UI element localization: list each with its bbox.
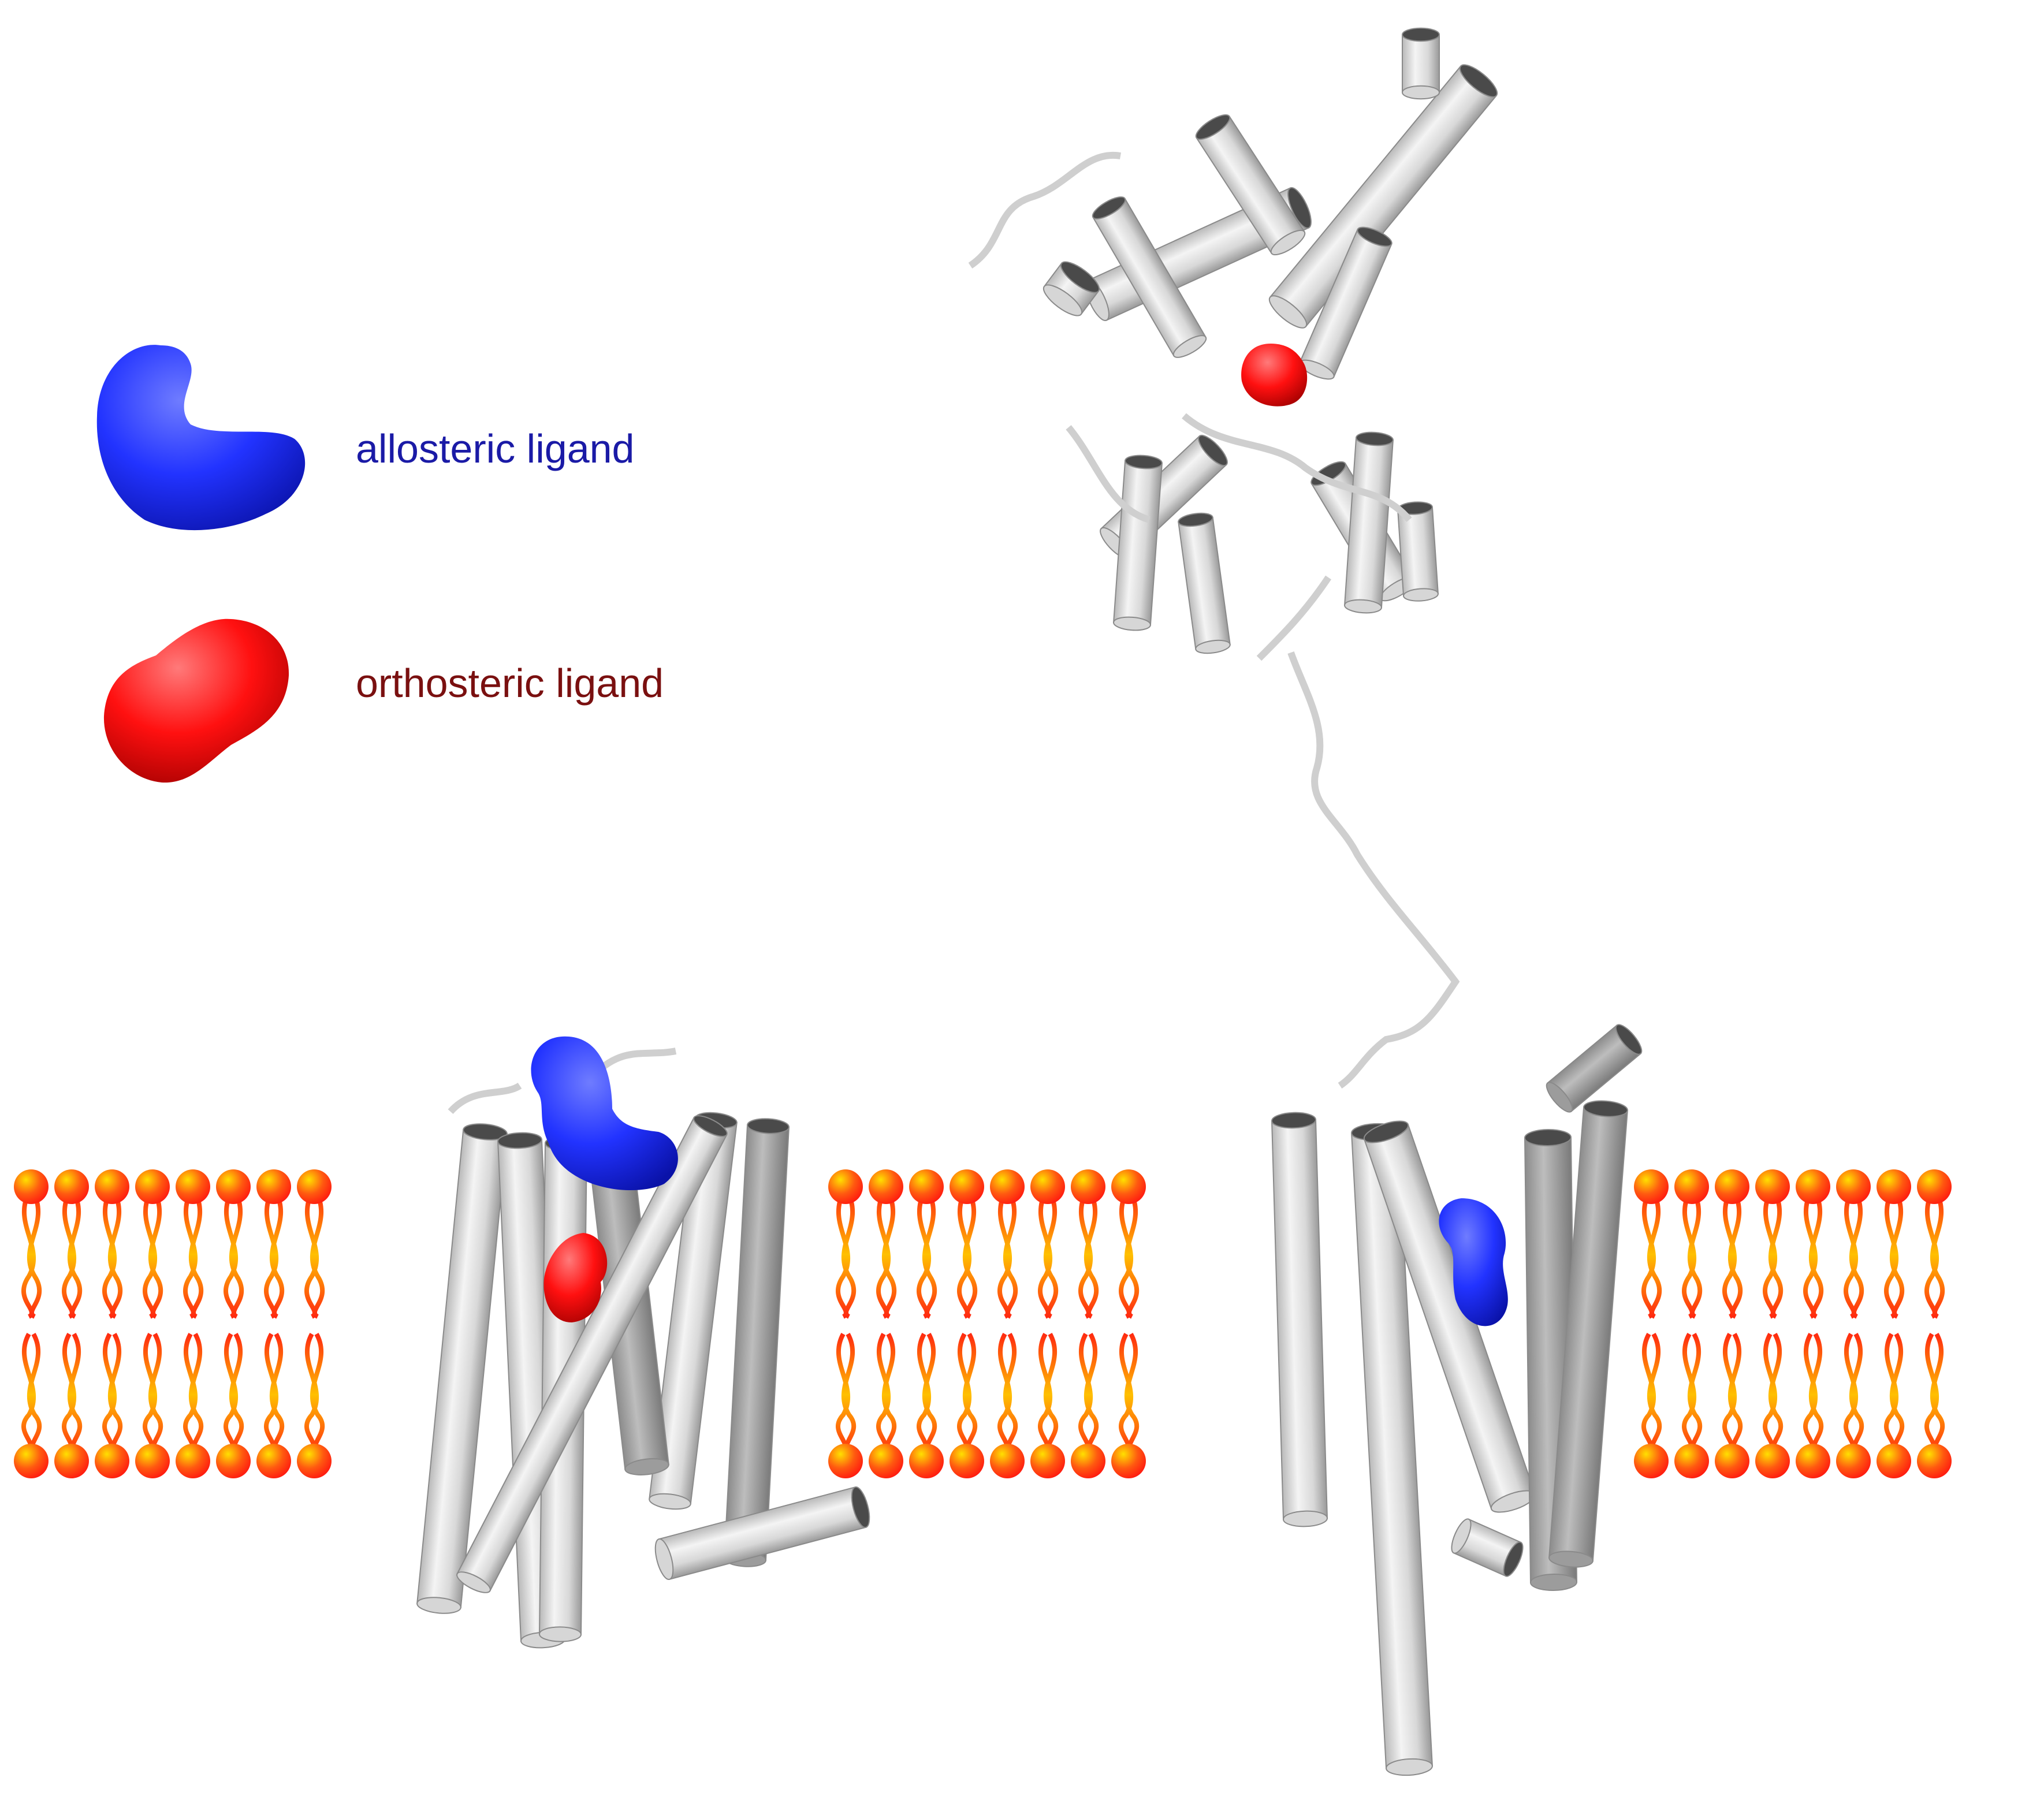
lipid-bilayer: [14, 1169, 1952, 1478]
helix-cylinder: [1113, 454, 1162, 632]
lipid-molecule: [828, 1169, 863, 1478]
helix-cylinder: [724, 1118, 789, 1568]
orthosteric-ligand-icon: [104, 619, 289, 782]
helix-cylinder: [1040, 257, 1104, 321]
lipid-molecule: [869, 1169, 903, 1478]
lipid-molecule: [14, 1169, 49, 1478]
orthosteric-ligand-label: orthosteric ligand: [356, 663, 664, 703]
lipid-molecule: [176, 1169, 210, 1478]
lipid-molecule: [1877, 1169, 1911, 1478]
allosteric-ligand-label: allosteric ligand: [356, 428, 634, 469]
lipid-molecule: [54, 1169, 89, 1478]
lipid-molecule: [297, 1169, 332, 1478]
lipid-molecule: [1715, 1169, 1749, 1478]
lipid-molecule: [909, 1169, 944, 1478]
lipid-molecule: [1634, 1169, 1669, 1478]
lipid-molecule: [1836, 1169, 1871, 1478]
venus-flytrap-domain: [970, 28, 1502, 658]
lipid-molecule: [135, 1169, 170, 1478]
orthosteric-ligand-site-c: [1241, 344, 1307, 407]
lipid-molecule: [990, 1169, 1025, 1478]
helix-cylinder: [1178, 512, 1231, 655]
lipid-molecule: [216, 1169, 251, 1478]
helix-cylinder: [1402, 28, 1439, 99]
lipid-molecule: [950, 1169, 984, 1478]
lipid-molecule: [1111, 1169, 1146, 1478]
lipid-molecule: [1030, 1169, 1065, 1478]
lipid-molecule: [1755, 1169, 1790, 1478]
lipid-molecule: [256, 1169, 291, 1478]
lipid-molecule: [1071, 1169, 1105, 1478]
helix-cylinder: [1448, 1516, 1527, 1579]
allosteric-ligand-icon: [97, 345, 305, 530]
helix-cylinder: [1272, 1112, 1328, 1527]
lipid-molecule: [1917, 1169, 1952, 1478]
lipid-molecule: [1796, 1169, 1830, 1478]
lipid-molecule: [1674, 1169, 1709, 1478]
lipid-molecule: [95, 1169, 129, 1478]
gpcr-class-a: [416, 1037, 873, 1649]
gpcr-class-c: [970, 28, 1645, 1776]
